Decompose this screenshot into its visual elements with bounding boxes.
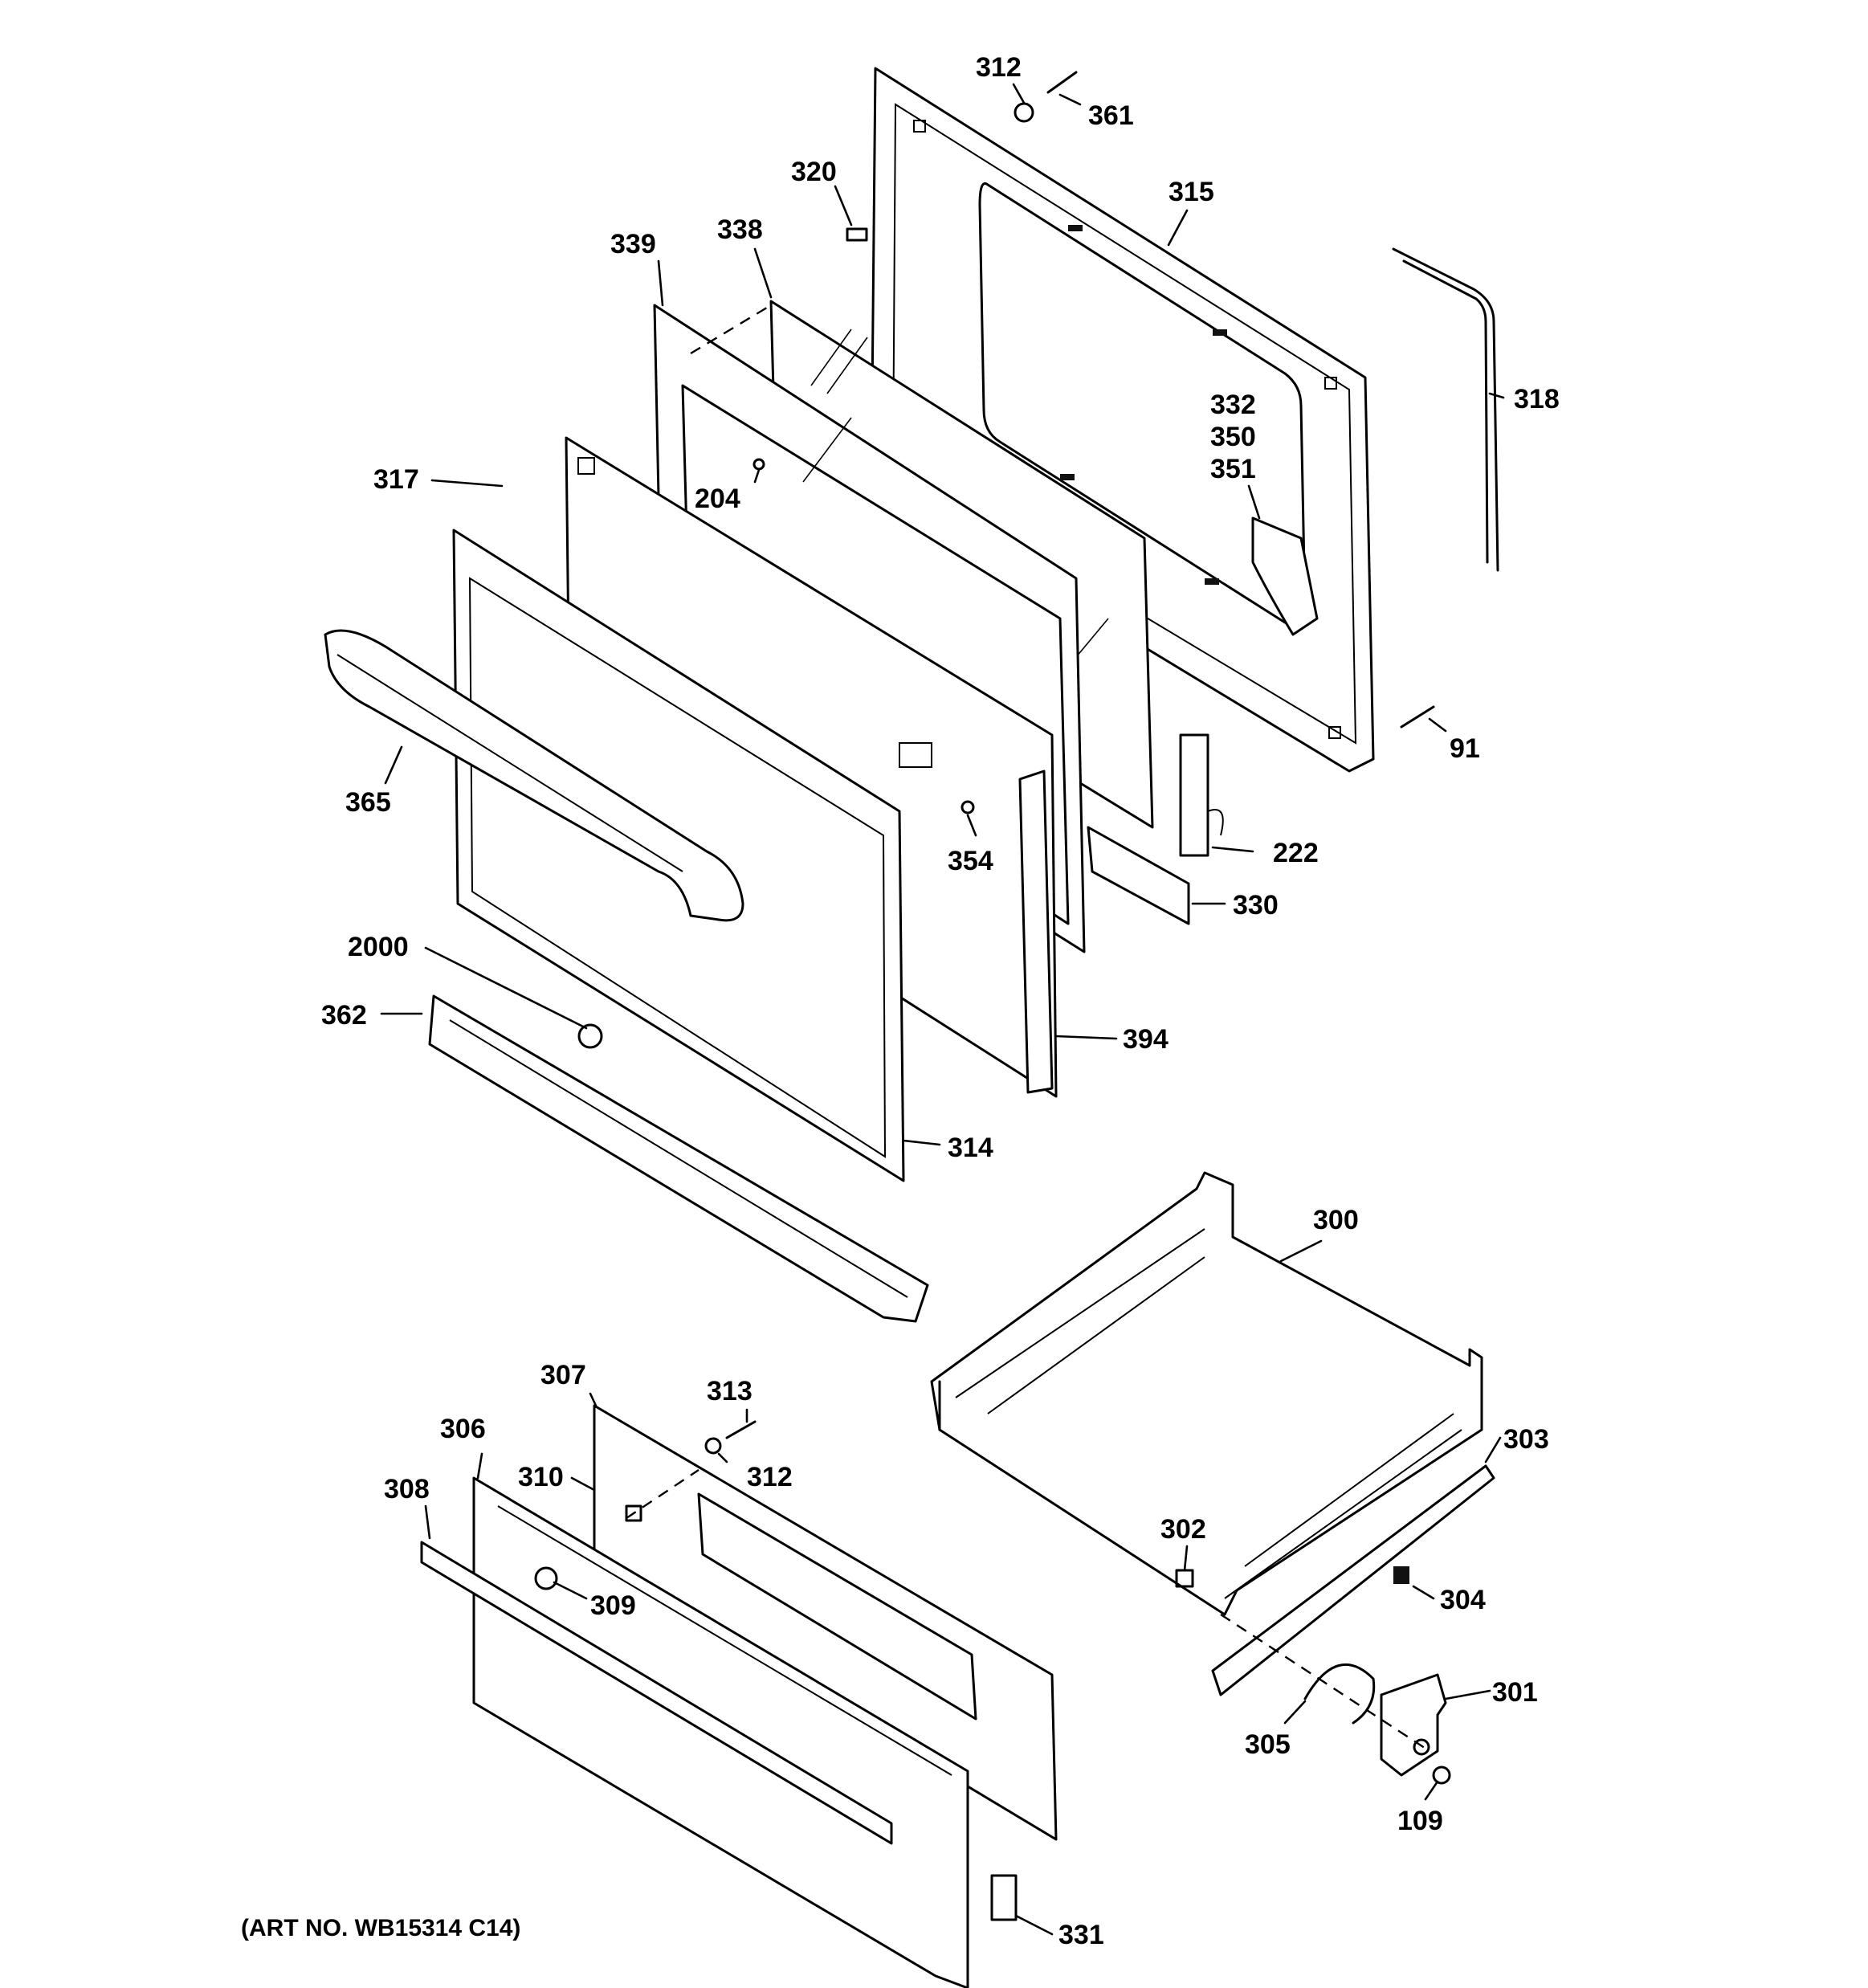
callout-365: 365 (345, 787, 391, 818)
clip-320-icon (846, 227, 868, 242)
drawer-trim-308 (420, 1541, 893, 1845)
drawer-glide-304 (1393, 1566, 1409, 1584)
callout-362: 362 (321, 1000, 367, 1031)
hinge-bracket-332 (1251, 516, 1319, 636)
drawer-liner-307 (593, 1404, 1058, 1841)
screw-361-icon (1046, 71, 1078, 94)
callout-301: 301 (1492, 1677, 1538, 1708)
callout-351: 351 (1210, 454, 1256, 484)
nut-109 (1432, 1766, 1451, 1785)
callout-109: 109 (1397, 1806, 1443, 1836)
nut-312b-icon (704, 1437, 722, 1455)
callout-350: 350 (1210, 422, 1256, 452)
callout-318: 318 (1514, 384, 1560, 414)
callout-361: 361 (1088, 100, 1134, 131)
drawer-box-300 (930, 1171, 1483, 1616)
art-number: (ART NO. WB15314 C14) (241, 1915, 520, 1941)
screw-313-icon (725, 1420, 757, 1439)
leader-lines (380, 83, 1505, 1936)
callout-306: 306 (440, 1414, 486, 1444)
callout-300: 300 (1313, 1205, 1359, 1235)
callout-307: 307 (540, 1360, 586, 1390)
drawer-rail-303 (1211, 1464, 1495, 1696)
screw-91-icon (1400, 705, 1435, 729)
callout-320: 320 (791, 157, 837, 187)
callout-313: 313 (707, 1376, 753, 1406)
callout-308: 308 (384, 1474, 430, 1504)
callout-312-lower: 312 (747, 1462, 793, 1492)
screw-354-icon (961, 800, 975, 814)
callout-labels: 312 361 320 315 339 338 318 332 350 351 … (321, 52, 1560, 1950)
bottom-trim-330 (1087, 826, 1190, 925)
nut-312-icon (1014, 102, 1034, 123)
callout-314: 314 (948, 1133, 993, 1163)
callout-91: 91 (1450, 733, 1480, 764)
callout-354: 354 (948, 846, 993, 876)
callout-338: 338 (717, 214, 763, 245)
callout-339: 339 (610, 229, 656, 259)
callout-222: 222 (1273, 838, 1319, 868)
callout-309: 309 (590, 1590, 636, 1621)
vent-trim-362 (428, 994, 929, 1323)
drawer-bracket-331 (990, 1874, 1018, 1921)
callout-315: 315 (1169, 177, 1214, 207)
drawer-bracket-301 (1380, 1673, 1447, 1777)
door-handle-365 (324, 629, 744, 922)
retainer-clip-305 (1303, 1663, 1376, 1725)
callout-303: 303 (1503, 1424, 1549, 1455)
callout-312: 312 (976, 52, 1022, 83)
callout-310: 310 (518, 1462, 564, 1492)
callout-304: 304 (1440, 1585, 1486, 1615)
callout-394: 394 (1123, 1024, 1169, 1055)
side-trim-394 (1018, 769, 1054, 1094)
callout-305: 305 (1245, 1729, 1291, 1760)
callout-317: 317 (373, 464, 419, 495)
door-gasket-318 (1392, 247, 1499, 572)
callout-204: 204 (695, 484, 740, 514)
callout-331: 331 (1058, 1920, 1104, 1950)
callout-2000: 2000 (348, 932, 409, 962)
callout-332: 332 (1210, 390, 1256, 420)
callout-330: 330 (1233, 890, 1279, 921)
clip-310-icon (625, 1504, 642, 1522)
door-hinge-222 (1179, 733, 1224, 857)
callout-302: 302 (1160, 1514, 1206, 1545)
